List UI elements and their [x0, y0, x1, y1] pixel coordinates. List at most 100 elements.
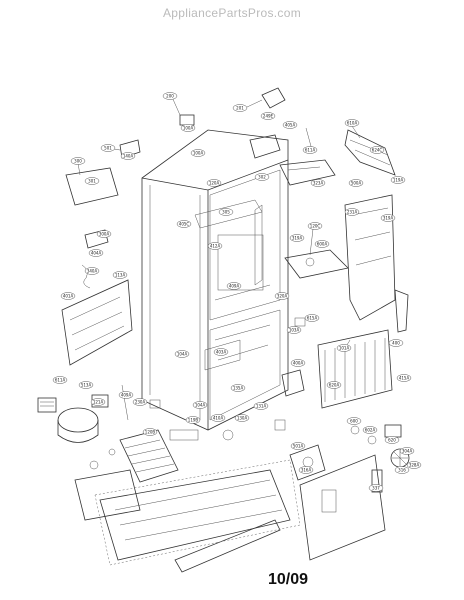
part-callout: [274, 292, 290, 300]
part-callout: [232, 104, 248, 112]
part-callout: [120, 152, 136, 160]
part-callout-label: 135A: [233, 385, 244, 390]
part-callout: [142, 428, 158, 436]
part-callout-label: 231A: [347, 209, 358, 214]
part-callout: [88, 249, 104, 257]
part-callout: [90, 398, 106, 406]
part-callout-label: 201: [236, 105, 244, 110]
part-callout-label: 624C: [372, 147, 383, 152]
part-callout: [162, 92, 178, 100]
part-callout-label: 316: [398, 467, 406, 472]
part-callout-label: 120A: [209, 180, 220, 185]
left-panel-parts: [61, 139, 141, 366]
part-callout: [298, 466, 314, 474]
part-callout-label: 319A: [383, 215, 394, 220]
part-callout: [348, 179, 364, 187]
part-callout: [84, 267, 100, 275]
base-drain-pan: [74, 459, 301, 573]
part-callout-label: 103A: [289, 327, 300, 332]
part-callout-label: 602A: [365, 427, 376, 432]
part-callout: [302, 146, 318, 154]
part-callout: [190, 149, 206, 157]
part-callout: [368, 484, 384, 492]
part-callout-label: 249E: [263, 113, 274, 118]
compressor-assembly: [37, 384, 179, 483]
part-callout-label: 400: [392, 340, 400, 345]
part-callout-label: 200: [166, 93, 174, 98]
part-callout-label: 230A: [135, 399, 146, 404]
watermark: AppliancePartsPros.com: [163, 6, 301, 20]
part-callout-label: 101A: [339, 345, 350, 350]
part-callout: [290, 359, 306, 367]
part-callout-label: 104A: [177, 351, 188, 356]
part-callout: [388, 339, 404, 347]
part-callout: [282, 121, 298, 129]
part-callout: [185, 416, 201, 424]
part-callout-label: 412A: [210, 243, 221, 248]
part-callout-label: 409A: [121, 392, 132, 397]
part-callout: [396, 374, 412, 382]
part-callout-label: 328A: [409, 462, 420, 467]
part-callout-label: 340A: [87, 268, 98, 273]
part-callout-label: 405A: [285, 122, 296, 127]
part-callout-label: 323A: [313, 180, 324, 185]
part-callout: [369, 146, 385, 154]
part-callout: [213, 348, 229, 356]
part-callout: [406, 461, 422, 469]
part-callout-label: 301: [88, 178, 96, 183]
part-callout-label: 319A: [292, 235, 303, 240]
part-callout: [346, 417, 362, 425]
part-callout: [78, 381, 94, 389]
part-callout-label: 120B: [145, 429, 156, 434]
part-callout: [112, 271, 128, 279]
part-callout-label: 304A: [402, 448, 413, 453]
part-callout: [344, 119, 360, 127]
part-callout-label: 300A: [99, 231, 110, 236]
part-callout-label: 302: [258, 174, 266, 179]
part-callout-label: 513A: [81, 382, 92, 387]
part-callout: [96, 230, 112, 238]
part-callout-label: 409A: [229, 283, 240, 288]
part-callout: [314, 240, 330, 248]
part-callout: [206, 179, 222, 187]
part-callout-label: 611A: [305, 147, 316, 152]
part-callout-label: 305: [222, 209, 230, 214]
part-callout-label: 410A: [213, 415, 224, 420]
part-callout: [307, 222, 323, 230]
part-callout-label: 119A: [393, 177, 404, 182]
part-callout-label: 113A: [115, 272, 126, 277]
part-callout: [344, 208, 360, 216]
evaporator-coil: [281, 329, 393, 409]
part-callout: [218, 208, 234, 216]
part-callout-label: 405C: [179, 221, 190, 226]
part-callout-label: 404A: [91, 250, 102, 255]
part-callout-label: 620A: [329, 382, 340, 387]
part-callout: [310, 179, 326, 187]
part-callout: [210, 414, 226, 422]
part-callout-label: 100A: [183, 125, 194, 130]
part-callout-label: 600: [350, 418, 358, 423]
part-callout-label: 610A: [347, 120, 358, 125]
part-callout: [180, 124, 196, 132]
part-callout-label: 403A: [216, 349, 227, 354]
part-callout: [260, 112, 276, 120]
part-callout: [399, 447, 415, 455]
part-callout: [286, 326, 302, 334]
part-callout-label: 300: [74, 158, 82, 163]
part-callout: [254, 173, 270, 181]
part-callout: [253, 402, 269, 410]
part-callout: [100, 144, 116, 152]
part-callout: [290, 442, 306, 450]
part-callout: [176, 220, 192, 228]
part-callout-label: 337: [372, 485, 380, 490]
part-callout: [207, 242, 223, 250]
part-callout: [174, 350, 190, 358]
part-callout: [52, 376, 68, 384]
part-callout: [234, 414, 250, 422]
part-callout-label: 100A: [193, 150, 204, 155]
part-callout-label: 104A: [195, 402, 206, 407]
part-callout: [390, 176, 406, 184]
part-callout-label: 316A: [301, 467, 312, 472]
